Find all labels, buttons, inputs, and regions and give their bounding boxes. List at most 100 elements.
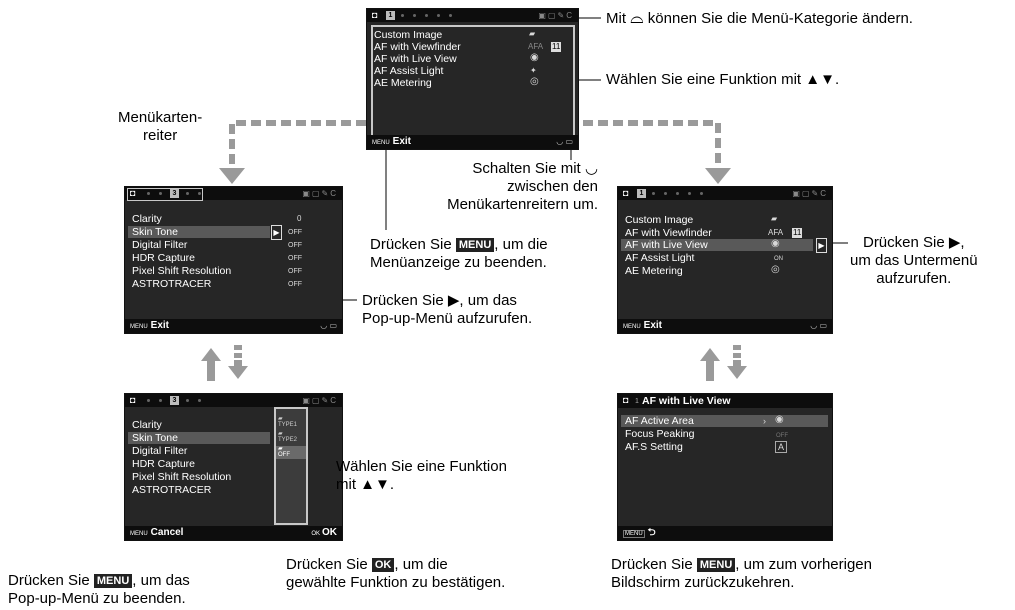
popup-option-2[interactable]: ▰TYPE2 xyxy=(278,431,298,443)
tab-bar: ◘ 3 ▣▢✎C xyxy=(125,187,342,200)
tab-bar: ◘ 3 ▣▢✎C xyxy=(125,394,342,407)
arrow-down-right xyxy=(705,168,731,184)
popup-option-selected[interactable]: ▰OFF xyxy=(276,446,306,459)
dial-icon: ◡ xyxy=(584,160,598,177)
value-assist-light: ON xyxy=(774,256,783,262)
tab-number: 1 xyxy=(386,11,395,20)
face-detect-icon: ◉ xyxy=(771,238,780,249)
dial-icons: ◡ ▭ xyxy=(556,137,573,146)
exit-label: Exit xyxy=(392,136,412,147)
submenu-arrow-icon: ▶ xyxy=(816,238,827,253)
category-icons: ▣▢✎C xyxy=(538,11,574,20)
tab-bar: ◘ 1 ▣▢✎C xyxy=(367,9,578,22)
callout-confirm: Drücken Sie OK, um die gewählte Funktion… xyxy=(286,556,506,591)
tab-bar: ◘ 1 ▣▢✎C xyxy=(618,187,832,200)
menu-item[interactable]: AF with Viewfinder xyxy=(625,227,712,239)
menu-item[interactable]: Skin Tone xyxy=(132,432,178,444)
category-icons: ▣▢✎C xyxy=(302,396,338,405)
callout-submenu: Drücken Sie ▶, um das Untermenü aufzuruf… xyxy=(850,234,978,287)
camera-icon: ◘ xyxy=(623,188,629,198)
tab-number: 1 xyxy=(635,398,639,405)
menu-item[interactable]: Pixel Shift Resolution xyxy=(132,471,232,483)
menu-item[interactable]: Clarity xyxy=(132,213,162,225)
popup-menu: ▰TYPE1 ▰TYPE2 ▰OFF xyxy=(274,407,308,525)
arrow-down-right2 xyxy=(727,366,747,379)
chevron-right-icon: › xyxy=(763,416,766,426)
submenu-item[interactable]: AF.S Setting xyxy=(625,441,683,453)
ok-label: OK xyxy=(322,527,337,538)
custom-image-icon: ▰ xyxy=(771,214,778,223)
callout-select-function: Wählen Sie eine Funktion mit ▲▼. xyxy=(606,71,840,88)
menu-key: MENU xyxy=(93,574,133,588)
menu-item[interactable]: AF Assist Light xyxy=(625,252,695,264)
assist-light-icon: ✦ xyxy=(530,66,537,75)
back-icon: ⮌ xyxy=(647,527,656,538)
menu-item[interactable]: ASTROTRACER xyxy=(132,278,212,290)
connector-left-dashed xyxy=(229,120,366,170)
camera-icon: ◘ xyxy=(130,188,136,198)
submenu-screen: ◘ 1 AF with Live View AF Active Area Foc… xyxy=(617,393,833,541)
value-focus-peaking: OFF xyxy=(776,433,788,439)
top-menu-screen: ◘ 1 ▣▢✎C Custom Image AF with Viewfinder… xyxy=(366,8,579,150)
af-area-icon: ◉ xyxy=(775,414,784,425)
cancel-label: Cancel xyxy=(150,527,184,538)
face-detect-icon: ◉ xyxy=(530,52,539,63)
screen-footer: MENU⮌ xyxy=(618,526,832,540)
camera-icon: ◘ xyxy=(623,395,629,405)
submenu-item[interactable]: Focus Peaking xyxy=(625,428,695,440)
menu-key: MENU xyxy=(455,238,495,252)
menu-item[interactable]: AF with Viewfinder xyxy=(374,41,461,53)
menu-item[interactable]: Custom Image xyxy=(625,214,694,226)
menu-item[interactable]: AE Metering xyxy=(625,265,683,277)
menu-item[interactable]: ASTROTRACER xyxy=(132,484,212,496)
arrow-down-left2 xyxy=(228,366,248,379)
left-menu-screen: ◘ 3 ▣▢✎C Clarity Skin Tone Digital Filte… xyxy=(124,186,343,334)
menu-item[interactable]: AF with Live View xyxy=(374,53,457,65)
category-icons: ▣▢✎C xyxy=(792,189,828,198)
mode-dial-icon: ⌓ xyxy=(630,8,644,27)
value-viewfinder: AFA xyxy=(768,228,784,237)
camera-icon: ◘ xyxy=(130,395,136,405)
callout-popup-end: Drücken Sie MENU, um das Pop-up-Menü zu … xyxy=(8,572,190,607)
dial-icons: ◡ ▭ xyxy=(320,321,337,330)
callout-popup-open: Drücken Sie ▶, um das Pop-up-Menü aufzur… xyxy=(362,292,533,327)
submenu-item[interactable]: AF Active Area xyxy=(625,415,694,427)
popup-option-1[interactable]: ▰TYPE1 xyxy=(278,416,298,428)
menu-key: MENU xyxy=(696,558,736,572)
value-pixel-shift: OFF xyxy=(288,268,302,275)
menu-item[interactable]: Clarity xyxy=(132,419,162,431)
value-skin-tone: OFF xyxy=(288,229,302,236)
value-viewfinder-extra: 11 xyxy=(792,228,803,238)
value-hdr: OFF xyxy=(288,255,302,262)
menu-item[interactable]: Digital Filter xyxy=(132,239,188,251)
metering-icon: ◎ xyxy=(530,76,539,87)
menu-item[interactable]: HDR Capture xyxy=(132,252,196,264)
menu-item[interactable]: Custom Image xyxy=(374,29,443,41)
arrow-down-left xyxy=(219,168,245,184)
ok-key: OK xyxy=(371,558,395,572)
metering-icon: ◎ xyxy=(771,264,780,275)
dial-icons: ◡ ▭ xyxy=(810,321,827,330)
value-viewfinder-extra: 11 xyxy=(551,42,562,52)
menu-item[interactable]: Digital Filter xyxy=(132,445,188,457)
arrow-up-right xyxy=(700,348,720,361)
category-icons: ▣▢✎C xyxy=(302,189,338,198)
menu-item[interactable]: AF Assist Light xyxy=(374,65,444,77)
callout-menu-exit: Drücken Sie MENU, um die Menüanzeige zu … xyxy=(370,236,548,271)
tab-number: 1 xyxy=(637,189,646,198)
menu-item[interactable]: Pixel Shift Resolution xyxy=(132,265,232,277)
submenu-title: AF with Live View xyxy=(642,395,731,407)
menu-item[interactable]: AE Metering xyxy=(374,77,432,89)
callout-dial: Schalten Sie mit ◡ zwischen den Menükart… xyxy=(447,160,598,213)
menu-item[interactable]: AF with Live View xyxy=(625,239,708,251)
value-astrotracer: OFF xyxy=(288,281,302,288)
callout-popup-select: Wählen Sie eine Funktion mit ▲▼. xyxy=(336,458,507,493)
menu-item[interactable]: HDR Capture xyxy=(132,458,196,470)
connector-right-dashed xyxy=(583,120,721,170)
menu-item[interactable]: Skin Tone xyxy=(132,226,178,238)
callout-back: Drücken Sie MENU, um zum vorherigen Bild… xyxy=(611,556,872,591)
value-digital-filter: OFF xyxy=(288,242,302,249)
